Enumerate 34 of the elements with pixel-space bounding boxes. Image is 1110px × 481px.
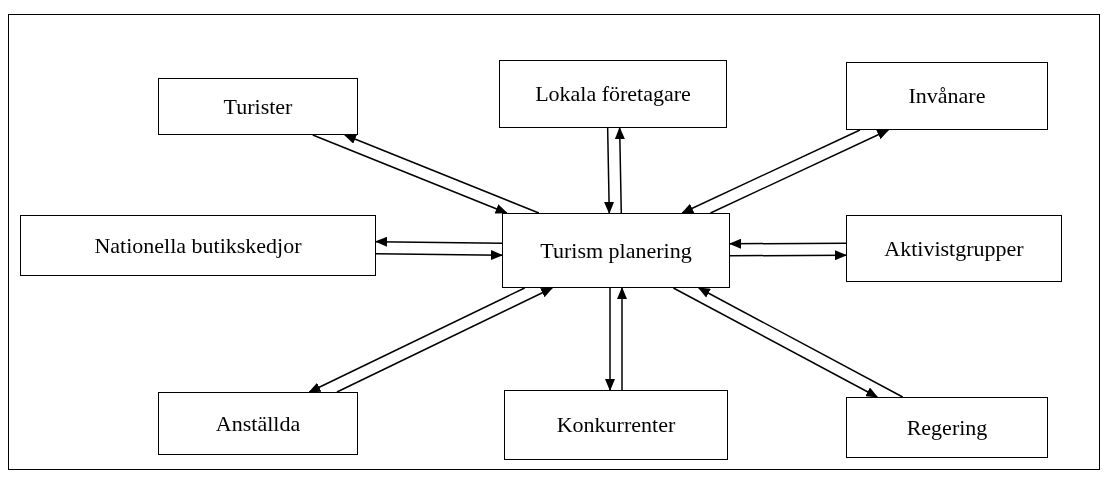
arrow (605, 287, 615, 391)
stakeholder-box (846, 215, 1062, 282)
stakeholder-box (846, 62, 1048, 130)
box-label: Turister (223, 93, 293, 120)
arrow (375, 250, 503, 260)
arrow (308, 287, 526, 393)
arrow (375, 236, 503, 247)
arrow (729, 238, 847, 249)
stakeholder-box (158, 392, 358, 455)
box-label: Invånare (908, 83, 986, 109)
arrow (697, 287, 904, 398)
stakeholder-box (504, 390, 728, 460)
stakeholder-box (499, 60, 727, 128)
box-label: Regering (906, 414, 988, 441)
arrow (709, 129, 890, 214)
arrow (617, 287, 627, 391)
arrow (344, 134, 540, 214)
arrow (614, 127, 625, 214)
stakeholder-box (158, 78, 358, 135)
arrow (336, 287, 554, 393)
central-box (502, 213, 730, 288)
box-label: Aktivistgrupper (884, 235, 1024, 262)
arrow (681, 129, 861, 214)
box-label: Konkurrenter (556, 412, 676, 438)
arrow (672, 287, 879, 398)
arrow (312, 134, 508, 214)
stakeholder-box (846, 397, 1048, 458)
box-label: Lokala företagare (535, 81, 691, 107)
box-label: Anställda (215, 410, 301, 437)
box-label: Nationella butikskedjor (94, 232, 302, 259)
arrow (729, 250, 847, 261)
box-label: Turism planering (540, 237, 692, 264)
stakeholder-box (20, 215, 376, 276)
arrow (604, 127, 615, 214)
